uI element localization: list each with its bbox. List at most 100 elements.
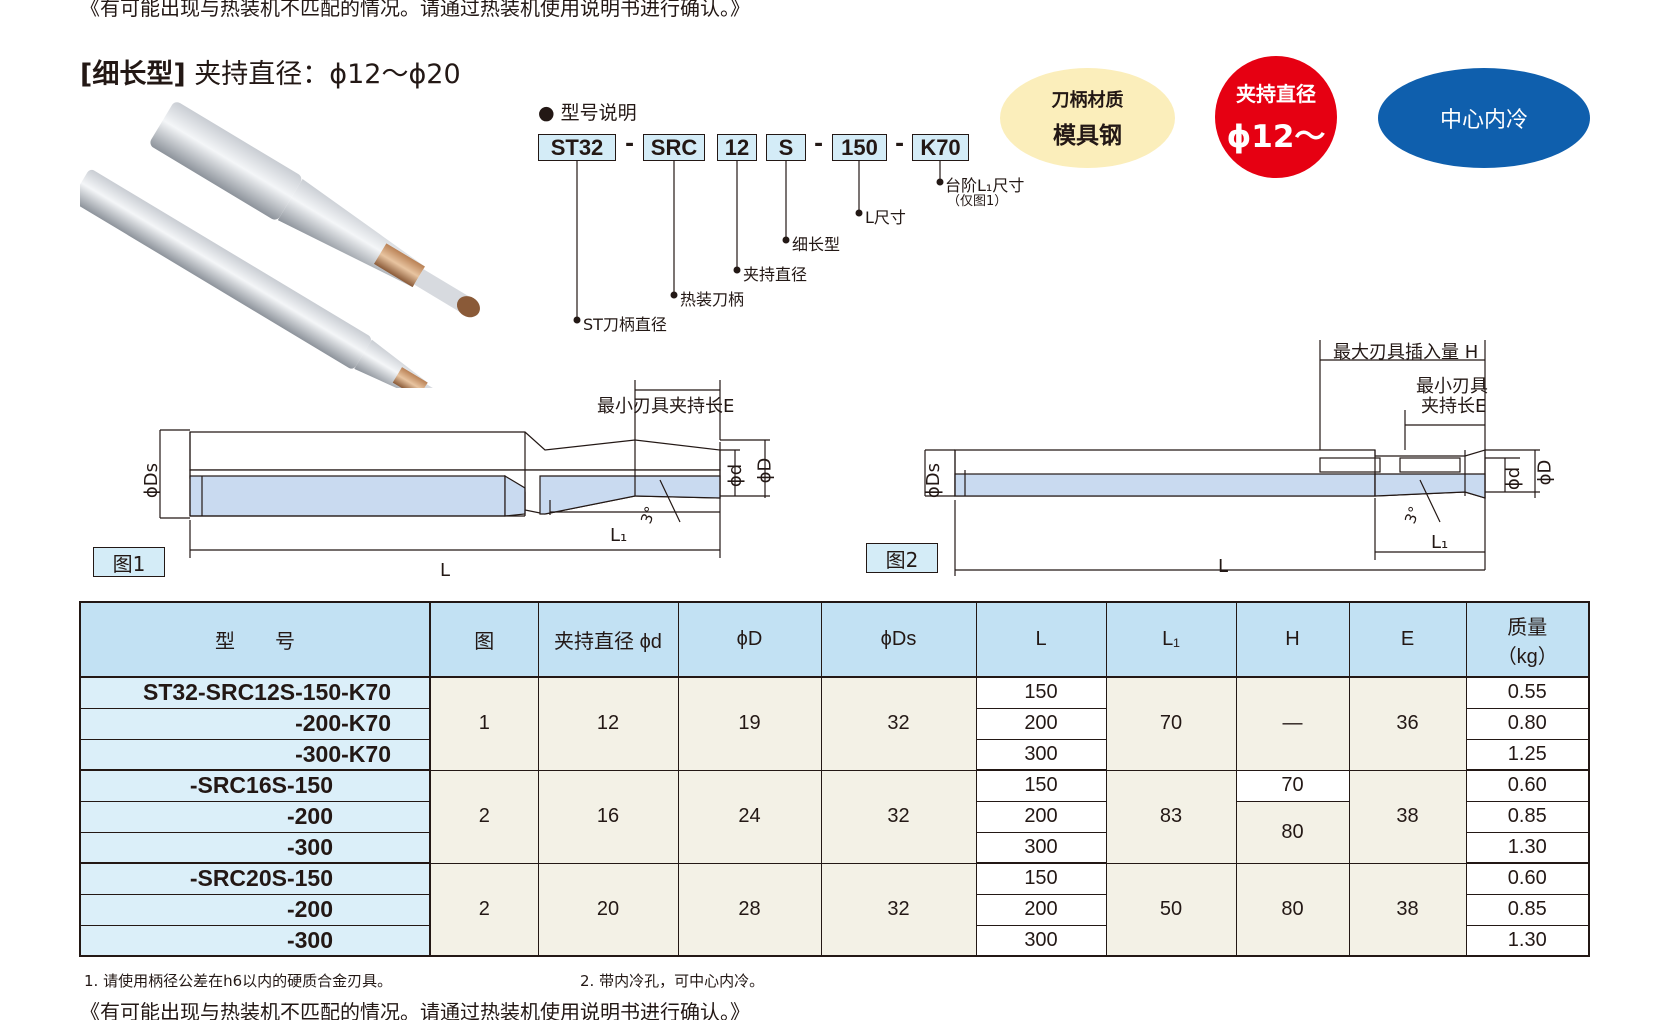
leader-slim-type: 细长型 bbox=[792, 235, 841, 254]
cell-model: ST32-SRC12S-150-K70 bbox=[79, 676, 431, 709]
fig1-label: 图1 bbox=[93, 547, 165, 577]
table-row: -300 300 1.30 bbox=[79, 924, 1590, 957]
cell-l: 200 bbox=[975, 893, 1107, 926]
fig2-max-insert: 最大刃具插入量 H bbox=[1333, 342, 1479, 363]
cell-l: 300 bbox=[975, 738, 1107, 771]
figure1-drawing bbox=[159, 380, 770, 558]
cell-l: 150 bbox=[975, 676, 1107, 709]
footnote-1: 1. 请使用柄径公差在h6以内的硬质合金刃具。 bbox=[84, 972, 393, 990]
leader-step-l1-note: （仅图1） bbox=[947, 194, 1008, 209]
cell-l: 150 bbox=[975, 862, 1107, 895]
code-part-step: K70 bbox=[912, 134, 969, 161]
heading-type: [细长型] bbox=[80, 59, 186, 90]
table-row: -200 200 0.85 bbox=[79, 893, 1590, 926]
clamp-badge: 夹持直径 ϕ12～ bbox=[1215, 56, 1337, 178]
holder-lower bbox=[80, 169, 451, 388]
table-row: -SRC20S-150 2 20 28 32 150 50 80 38 0.60 bbox=[79, 862, 1590, 957]
cell-mass: 0.60 bbox=[1465, 769, 1590, 802]
cell-model: -200 bbox=[79, 800, 431, 833]
cell-e: 38 bbox=[1348, 862, 1467, 957]
cell-clamp: 20 bbox=[537, 862, 679, 957]
th-mass: 质量 （kg） bbox=[1465, 601, 1590, 678]
th-mass-unit: （kg） bbox=[1496, 645, 1558, 668]
material-label: 刀柄材质 bbox=[1051, 90, 1124, 111]
cell-e: 36 bbox=[1348, 676, 1467, 771]
th-d: ϕD bbox=[677, 601, 822, 678]
th-l: L bbox=[975, 601, 1107, 678]
figure2-drawing bbox=[924, 340, 1540, 576]
code-part-clamp: 12 bbox=[717, 134, 757, 161]
code-part-shank: ST32 bbox=[538, 134, 616, 161]
leader-step-l1: 台阶L₁尺寸 bbox=[945, 176, 1025, 195]
cell-l: 200 bbox=[975, 800, 1107, 833]
th-ds: ϕDs bbox=[820, 601, 977, 678]
cell-fig: 2 bbox=[429, 769, 539, 864]
table-row: -300-K70 300 1.25 bbox=[79, 738, 1590, 771]
heading-range: 夹持直径：ϕ12～ϕ20 bbox=[194, 59, 461, 90]
material-badge: 刀柄材质 模具钢 bbox=[1000, 68, 1175, 168]
cell-h: 70 bbox=[1235, 769, 1350, 802]
cell-h: 80 bbox=[1235, 800, 1350, 864]
cell-mass: 1.30 bbox=[1465, 924, 1590, 957]
fig2-phi-d-big: ϕD bbox=[1534, 459, 1556, 486]
fig2-l: L bbox=[1218, 556, 1229, 577]
cell-d: 19 bbox=[677, 676, 822, 771]
leader-l-size: L尺寸 bbox=[865, 208, 906, 227]
cell-l1: 50 bbox=[1105, 862, 1237, 957]
cell-fig: 1 bbox=[429, 676, 539, 771]
bottom-note: 《有可能出现与热装机不匹配的情况。请通过热装机使用说明书进行确认。》 bbox=[80, 1000, 750, 1020]
cell-l: 300 bbox=[975, 831, 1107, 864]
th-mass-label: 质量 bbox=[1507, 616, 1548, 639]
section-heading: [细长型] 夹持直径：ϕ12～ϕ20 bbox=[80, 52, 461, 91]
material-value: 模具钢 bbox=[1053, 123, 1122, 149]
fig2-phi-ds: ϕDs bbox=[923, 462, 945, 499]
table-row: -200 200 80 0.85 bbox=[79, 800, 1590, 864]
cell-model: -300 bbox=[79, 924, 431, 957]
cell-l1: 83 bbox=[1105, 769, 1237, 864]
product-photo bbox=[80, 102, 480, 388]
fig1-l: L bbox=[440, 560, 451, 581]
code-part-slim: S bbox=[766, 134, 806, 161]
cell-model: -300 bbox=[79, 831, 431, 864]
cell-h: 80 bbox=[1235, 862, 1350, 957]
clamp-badge-value: ϕ12～ bbox=[1226, 119, 1326, 155]
top-note: 《有可能出现与热装机不匹配的情况。请通过热装机使用说明书进行确认。》 bbox=[80, 0, 750, 20]
fig1-phi-d-small: ϕd bbox=[725, 463, 747, 488]
cell-ds: 32 bbox=[820, 862, 977, 957]
cell-mass: 0.60 bbox=[1465, 862, 1590, 895]
cell-model: -SRC16S-150 bbox=[79, 769, 431, 802]
th-e: E bbox=[1348, 601, 1467, 678]
cell-ds: 32 bbox=[820, 676, 977, 771]
leader-shrink-holder: 热装刀柄 bbox=[680, 290, 745, 309]
cell-mass: 0.55 bbox=[1465, 676, 1590, 709]
fig1-phi-ds: ϕDs bbox=[141, 462, 163, 499]
cell-ds: 32 bbox=[820, 769, 977, 864]
th-model: 型 号 bbox=[79, 601, 431, 678]
cell-h: — bbox=[1235, 676, 1350, 771]
cell-model: -200 bbox=[79, 893, 431, 926]
model-code-leader-lines bbox=[573, 161, 944, 324]
table-row: -SRC16S-150 2 16 24 32 150 83 70 38 0.60 bbox=[79, 769, 1590, 864]
cell-mass: 0.85 bbox=[1465, 800, 1590, 833]
code-part-type: SRC bbox=[643, 134, 705, 161]
fig1-l1: L₁ bbox=[610, 525, 628, 546]
cell-e: 38 bbox=[1348, 769, 1467, 864]
cell-d: 24 bbox=[677, 769, 822, 864]
cell-clamp: 16 bbox=[537, 769, 679, 864]
cell-mass: 0.85 bbox=[1465, 893, 1590, 926]
code-dash: - bbox=[814, 132, 824, 157]
leader-shank-dia: ST刀柄直径 bbox=[583, 315, 667, 334]
th-fig: 图 bbox=[429, 601, 539, 678]
cell-l: 200 bbox=[975, 707, 1107, 740]
code-dash: - bbox=[625, 132, 635, 157]
spec-table: 型 号 图 夹持直径 ϕd ϕD ϕDs L L₁ H E 质量 （kg） ST… bbox=[79, 601, 1590, 957]
coolant-badge: 中心内冷 bbox=[1378, 68, 1590, 168]
cell-mass: 1.30 bbox=[1465, 831, 1590, 864]
cell-l1: 70 bbox=[1105, 676, 1237, 771]
code-dash: - bbox=[895, 132, 905, 157]
cell-l: 150 bbox=[975, 769, 1107, 802]
cell-fig: 2 bbox=[429, 862, 539, 957]
cell-mass: 1.25 bbox=[1465, 738, 1590, 771]
cell-mass: 0.80 bbox=[1465, 707, 1590, 740]
cell-clamp: 12 bbox=[537, 676, 679, 771]
